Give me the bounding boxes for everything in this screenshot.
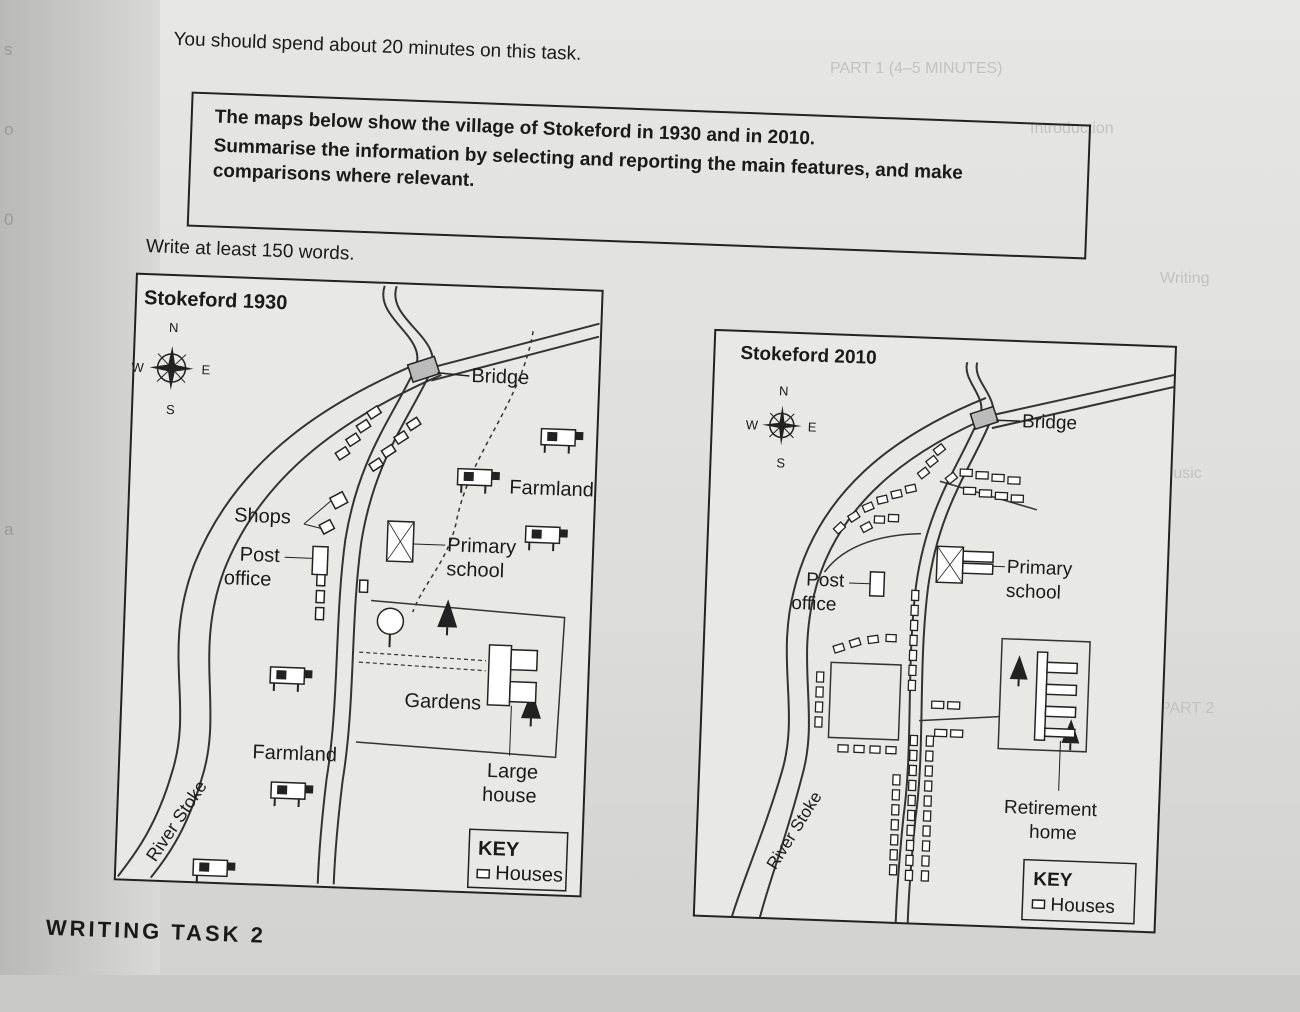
post-office-label-2: office — [791, 593, 837, 616]
key-houses: Houses — [495, 862, 564, 886]
bridge-pointer — [996, 420, 1020, 421]
post-office-label-2: office — [223, 567, 271, 591]
gardens-label: Gardens — [404, 690, 481, 715]
shops-label: Shops — [234, 504, 291, 528]
map-2010-frame — [694, 330, 1176, 932]
retirement-home-label-1: Retirement — [1004, 797, 1098, 821]
large-house-label-2: house — [482, 784, 537, 808]
compass-s: S — [166, 402, 176, 417]
key-title: KEY — [1033, 869, 1073, 891]
house-key-icon — [1032, 900, 1044, 908]
compass-n: N — [779, 383, 789, 398]
house-key-icon — [477, 870, 489, 878]
task-box: The maps below show the village of Stoke… — [187, 92, 1091, 260]
map-1930: Stokeford 1930 N S E W River Stoke — [113, 272, 605, 899]
compass-e: E — [808, 419, 818, 434]
retirement-home-label-2: home — [1029, 822, 1077, 845]
farmland-bottom-label: Farmland — [252, 741, 337, 766]
book-page: s o 0 a PART 1 (4–5 MINUTES) Introductio… — [0, 0, 1300, 975]
primary-school-label-1: Primary — [1006, 557, 1073, 580]
primary-school-label-1: Primary — [447, 534, 517, 559]
time-instruction: You should spend about 20 minutes on thi… — [173, 29, 582, 66]
compass-e: E — [201, 362, 211, 377]
map-2010: Stokeford 2010 N S E W River Stoke — [692, 328, 1178, 935]
bridge-label: Bridge — [1022, 411, 1078, 434]
post-office-icon — [870, 572, 885, 596]
farmland-top-label: Farmland — [509, 477, 594, 502]
compass-n: N — [169, 320, 179, 335]
bridge-label: Bridge — [471, 365, 530, 389]
primary-school-label-2: school — [446, 558, 505, 582]
large-house-label-1: Large — [487, 760, 539, 784]
compass-w: W — [131, 360, 145, 375]
compass-w: W — [746, 417, 760, 432]
compass-s: S — [776, 455, 786, 470]
primary-school-label-2: school — [1006, 581, 1062, 604]
word-count-instruction: Write at least 150 words. — [146, 236, 355, 266]
post-office-label-1: Post — [806, 569, 845, 591]
task-content: You should spend about 20 minutes on thi… — [114, 0, 1149, 1011]
post-office-icon — [312, 546, 328, 575]
key-title: KEY — [478, 838, 521, 862]
post-office-label-1: Post — [239, 544, 280, 567]
key-houses: Houses — [1050, 895, 1115, 918]
